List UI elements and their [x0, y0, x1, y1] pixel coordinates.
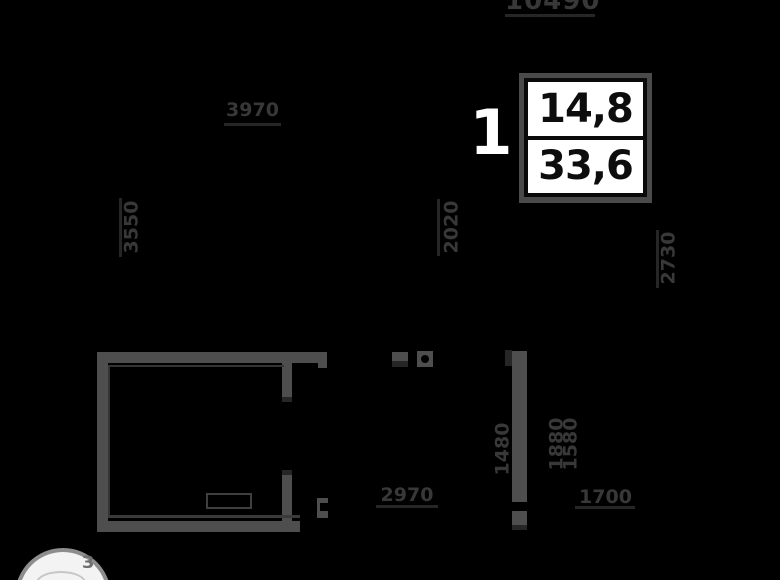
room-inner-line-bottom	[108, 515, 300, 518]
dim-line-middle-vertical	[437, 199, 440, 256]
hall-wall-bottom-cap	[512, 525, 527, 530]
door-jamb-room-lower	[282, 470, 292, 475]
wall-fragment-notch	[320, 503, 328, 511]
wall-room-top-right-stub	[318, 363, 327, 368]
dim-line-bottom-right	[575, 506, 635, 509]
dimension-label-middle-vertical: 2020	[440, 200, 463, 254]
dim-line-top	[505, 14, 595, 17]
area-badge-box: 14,8 33,6	[524, 78, 647, 197]
wall-room-top	[97, 352, 327, 363]
dimension-label-bottom-vertical-a: 1480	[491, 422, 514, 476]
wall-room-bottom	[97, 521, 300, 532]
door-jamb-room-upper	[282, 397, 292, 402]
hall-wall-main	[512, 351, 527, 502]
dimension-label-bottom-vertical-b2: 1580	[559, 417, 582, 471]
living-area-value: 14,8	[538, 85, 634, 132]
dimension-label-right-vertical: 2730	[657, 231, 680, 285]
room-inner-line-top	[108, 365, 284, 367]
dimension-label-top: 10490	[505, 0, 601, 16]
wall-room-left	[97, 352, 108, 532]
hall-wall-top-jamb	[505, 350, 512, 366]
window-sill-detail	[206, 493, 252, 509]
dim-line-bottom-left	[376, 505, 438, 508]
area-badge: 14,8 33,6	[519, 73, 652, 203]
compass-west-label: З	[81, 553, 95, 573]
dim-line-left-vertical	[119, 198, 122, 257]
dimension-label-bottom-left: 2970	[380, 484, 434, 506]
room-inner-line-left	[108, 365, 110, 517]
dim-line-room-width	[224, 123, 281, 126]
dimension-label-room-width: 3970	[226, 99, 279, 121]
door-stub-left	[392, 352, 408, 362]
dim-line-right-vertical	[656, 230, 659, 288]
rooms-count: 1	[469, 96, 513, 169]
total-area-value: 33,6	[538, 143, 634, 190]
dimension-label-left-vertical: 3550	[120, 200, 143, 254]
wall-room-right-lower	[282, 470, 292, 532]
dimension-label-bottom-right: 1700	[579, 486, 632, 508]
door-stub-left-jamb	[392, 361, 408, 367]
door-stub-right-hole	[421, 355, 429, 363]
wall-room-right-upper	[282, 363, 292, 402]
badge-divider	[528, 135, 643, 140]
